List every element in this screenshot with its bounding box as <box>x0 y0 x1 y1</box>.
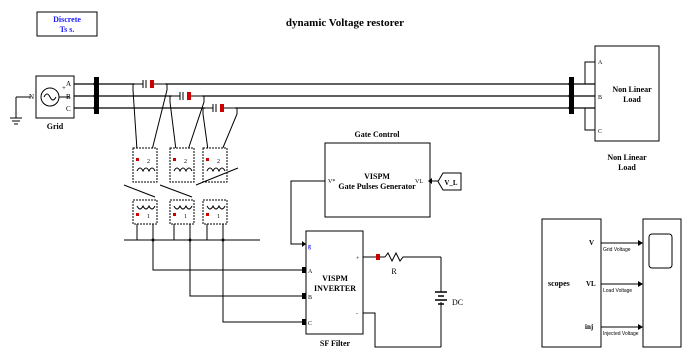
injection-transformer-c[interactable]: 2 1 <box>195 147 239 225</box>
dc-link-wiring <box>363 256 442 348</box>
transformer-c-winding2: 2 <box>217 159 220 165</box>
gate-control-title: Gate Control <box>355 130 401 139</box>
transformer-a-winding2: 2 <box>147 159 150 165</box>
inverter-line2: INVERTER <box>314 284 356 293</box>
signal-load-voltage: Load Voltage <box>603 288 632 294</box>
grid-neutral-label: N <box>29 93 34 101</box>
load-caption1: Non Linear <box>607 153 647 162</box>
series-transformer-wiring <box>132 84 238 151</box>
scope-block[interactable] <box>642 218 682 348</box>
series-injection-a[interactable] <box>135 79 165 89</box>
dc-source[interactable]: DC <box>435 291 463 307</box>
signal-grid-voltage: Grid Voltage <box>603 247 631 253</box>
gate-block-line2: Gate Pulses Generator <box>338 182 416 191</box>
grid-source[interactable]: N + Grid A B C <box>10 75 75 131</box>
scope-screen-icon <box>648 233 673 269</box>
gate-pulses-generator[interactable]: VISPM Gate Pulses Generator VL V* <box>324 142 431 218</box>
inverter-port-b: B <box>308 295 312 301</box>
grid-plus: + <box>62 84 66 92</box>
scope-signal-wiring <box>601 242 640 328</box>
gate-signal-wire <box>290 180 325 245</box>
solver-line1: Discrete <box>53 15 81 24</box>
gate-out-port: V* <box>328 179 335 185</box>
load-port-c: C <box>598 129 602 135</box>
diagram-title: dynamic Voltage restorer <box>286 17 404 29</box>
transformer-b-winding2: 2 <box>184 159 187 165</box>
solver-line2: Ts s. <box>60 25 75 34</box>
load-line1: Non Linear <box>612 85 652 94</box>
gate-in-port: VL <box>415 179 423 185</box>
injection-transformer-a[interactable]: 2 1 <box>123 147 158 225</box>
load-caption2: Load <box>618 163 636 172</box>
transformer-c-winding1: 1 <box>217 214 220 220</box>
transformer-b-winding1: 1 <box>184 214 187 220</box>
inverter-plus: + <box>356 256 360 262</box>
inverter-minus: - <box>356 311 358 317</box>
resistor-label: R <box>391 267 397 276</box>
transformer-a-winding1: 1 <box>147 214 150 220</box>
vl-source-label: V_L <box>444 179 458 187</box>
scopes-port-vl: VL <box>586 280 596 288</box>
scopes-port-v: V <box>589 239 594 247</box>
scopes-subsystem[interactable]: scopes V VL inj <box>541 218 602 348</box>
load-port-a: A <box>598 60 603 66</box>
grid-port-b: B <box>66 93 71 101</box>
powergui-block[interactable]: Discrete Ts s. <box>36 11 98 37</box>
inverter-port-a: A <box>308 269 313 275</box>
gate-block-line1: VISPM <box>364 172 390 181</box>
series-injection-b[interactable] <box>172 91 202 101</box>
grid-port-a: A <box>66 80 71 88</box>
grid-label: Grid <box>47 122 64 131</box>
resistor-r[interactable]: R <box>376 251 405 276</box>
vl-source-block[interactable]: V_L <box>437 172 462 191</box>
injection-transformer-b[interactable]: 2 1 <box>159 147 195 225</box>
load-wiring <box>571 61 595 131</box>
load-line2: Load <box>623 95 641 104</box>
inverter-line1: VISPM <box>322 274 348 283</box>
inverter-port-c: C <box>308 321 312 327</box>
dc-label: DC <box>452 298 463 307</box>
signal-injected-voltage: Injected Voltage <box>603 331 639 337</box>
scopes-label: scopes <box>548 279 570 288</box>
vispm-inverter[interactable]: VISPM INVERTER g A B C + - <box>305 230 364 335</box>
series-injection-c[interactable] <box>205 103 235 113</box>
scopes-port-inj: inj <box>585 323 593 331</box>
load-port-b: B <box>598 95 602 101</box>
inverter-port-g: g <box>308 244 311 250</box>
non-linear-load[interactable]: Non Linear Load A B C <box>594 45 660 142</box>
transformer-secondary-wiring <box>124 224 302 323</box>
sf-filter-label: SF Filter <box>320 339 351 348</box>
grid-port-c: C <box>66 105 71 113</box>
